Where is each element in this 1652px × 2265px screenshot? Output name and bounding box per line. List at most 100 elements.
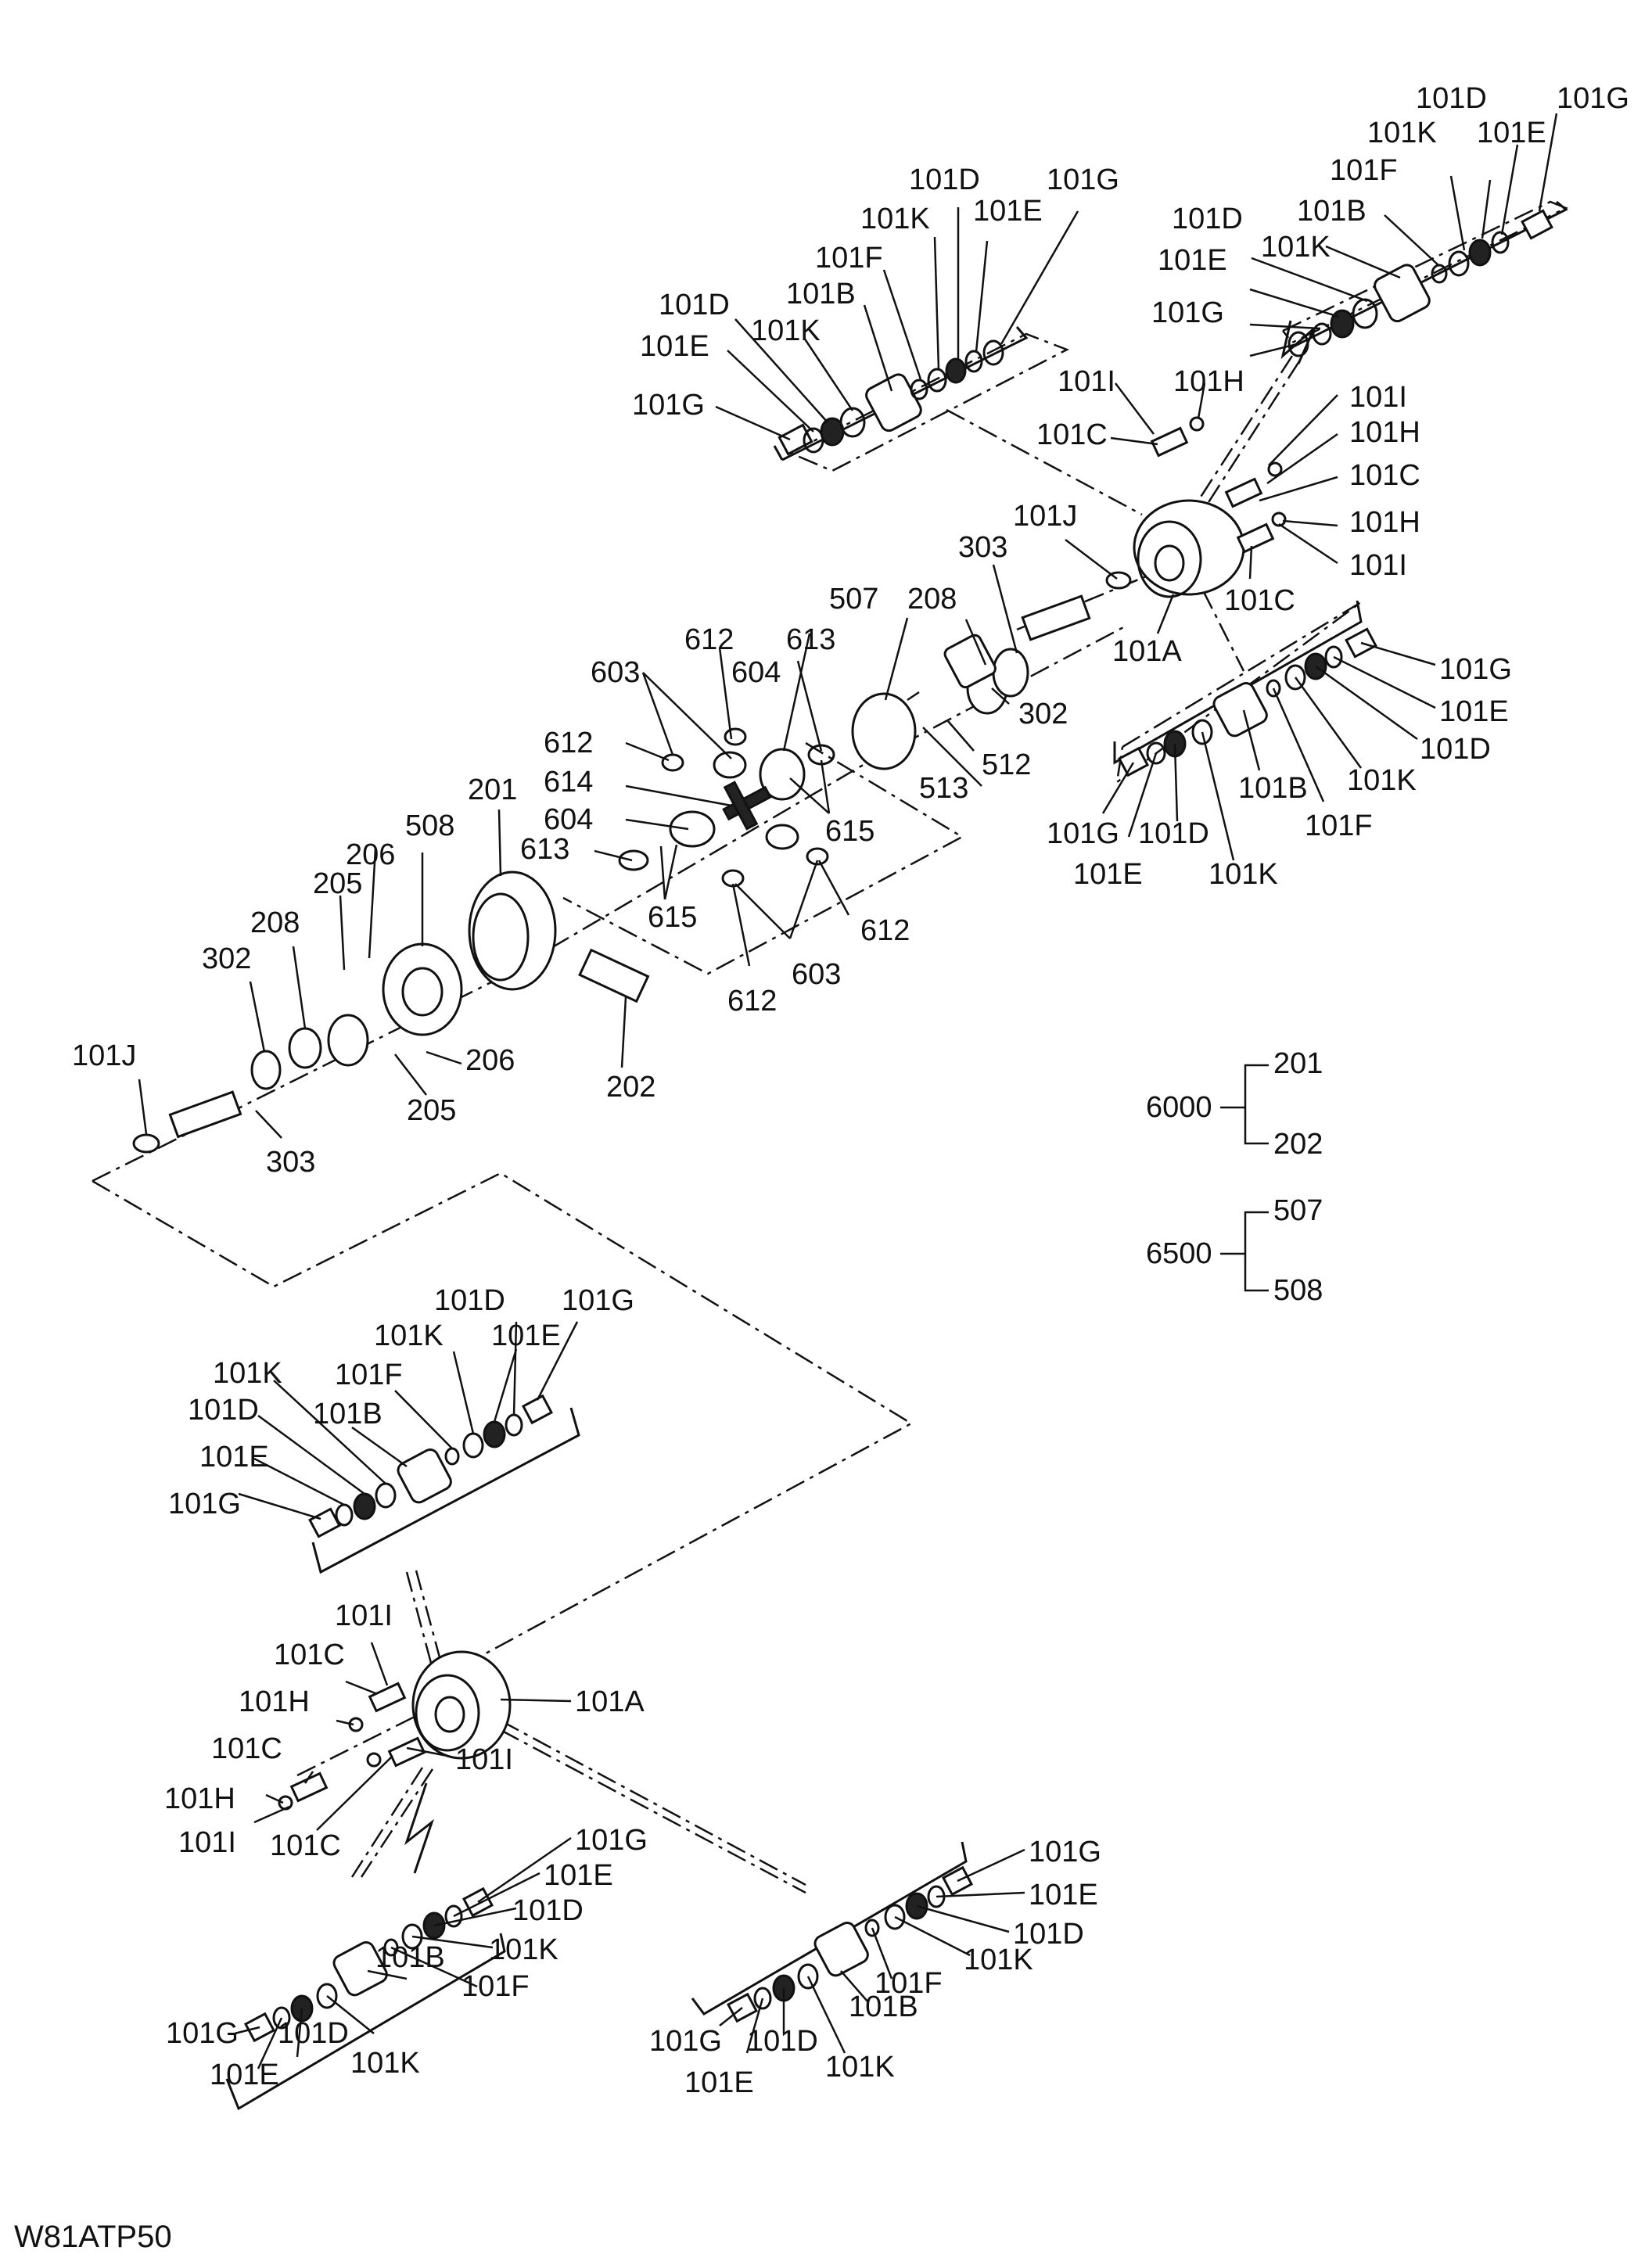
- callout-label: 202: [606, 1071, 655, 1104]
- callout-label: 508: [405, 809, 454, 842]
- callout-label: 612: [727, 985, 777, 1018]
- callout-label: 101K: [860, 203, 930, 235]
- top-right-group-outline: [1282, 200, 1569, 344]
- spacer: [910, 379, 928, 400]
- callout-label: 101K: [964, 1944, 1033, 1976]
- callout-label: 101C: [1224, 584, 1295, 617]
- seal: [992, 648, 1029, 698]
- callout-label: 615: [825, 815, 874, 848]
- callout-label: 612: [544, 727, 593, 759]
- spacer: [383, 1938, 399, 1957]
- carrier-face: [415, 1674, 480, 1752]
- spacer: [1266, 679, 1281, 698]
- callout-label: 208: [907, 583, 957, 616]
- callout-label: 101I: [1058, 365, 1115, 398]
- callout-label: 101G: [562, 1284, 634, 1317]
- thrust-washer: [661, 753, 684, 772]
- upper-carrier: [1021, 416, 1287, 641]
- callout-label: 205: [313, 867, 362, 900]
- callout-label: 613: [786, 623, 835, 656]
- lock-nut: [521, 1394, 554, 1425]
- main-axis-left: [92, 624, 1127, 1183]
- pin: [1236, 522, 1275, 554]
- callout-label: 101K: [374, 1319, 444, 1352]
- callout-label: 612: [684, 623, 734, 656]
- o-ring: [1191, 719, 1213, 745]
- callout-label: 101F: [815, 242, 883, 275]
- o-ring: [375, 1482, 397, 1509]
- bracket-top-center-left: [773, 445, 784, 461]
- washer: [753, 1987, 772, 2010]
- zigzag-lower: [404, 1782, 435, 1874]
- axle-shaft: [1021, 594, 1091, 641]
- callout-label: 101K: [1367, 117, 1437, 149]
- callout-label: 101D: [1013, 1918, 1084, 1951]
- centerline-lower-carrier-to-left-group-b: [360, 1768, 434, 1878]
- planet-gear: [397, 1448, 452, 1504]
- callout-label: 101A: [1112, 635, 1182, 668]
- o-ring: [927, 368, 947, 393]
- callout-label: 612: [860, 914, 910, 947]
- o-ring: [1284, 664, 1306, 691]
- snap-ring: [1189, 416, 1205, 432]
- centerline-lower-carrier-axle: [296, 1703, 439, 1777]
- callout-label: 101I: [178, 1826, 236, 1859]
- callout-label: 303: [266, 1146, 315, 1179]
- carrier-bore: [434, 1696, 465, 1733]
- bottom-right-stack: [726, 1865, 974, 2023]
- callout-label: 101I: [1349, 381, 1407, 414]
- callout-label: 101K: [1208, 858, 1278, 891]
- callout-label: 603: [792, 958, 841, 991]
- top-center-stack: [778, 339, 1004, 456]
- washer: [1146, 741, 1166, 765]
- differential-case: [382, 942, 463, 1036]
- callout-label: 101K: [1347, 764, 1417, 797]
- lock-nut: [1117, 746, 1150, 777]
- centerline-right-group-to-carrier-b: [1197, 355, 1294, 501]
- callout-label: 507: [829, 583, 878, 616]
- o-ring: [401, 1923, 423, 1950]
- pin: [387, 1736, 426, 1768]
- thrust-washer: [806, 847, 829, 866]
- callout-label: 101I: [455, 1743, 513, 1776]
- callout-label: 101H: [1349, 416, 1420, 449]
- thrust-washer: [132, 1133, 160, 1154]
- callout-label: 101C: [1349, 459, 1420, 492]
- callout-label: 101I: [335, 1599, 393, 1632]
- callout-label: 101H: [239, 1685, 310, 1718]
- callout-labels: 101D 101G 101K 101E 101F 101B 101D 101K …: [72, 82, 1629, 2099]
- snap-ring: [1267, 461, 1283, 477]
- callout-label: 101K: [489, 1933, 558, 1966]
- callout-label: 101K: [1261, 231, 1331, 264]
- ring-gear-bore: [472, 892, 530, 982]
- o-ring: [884, 1904, 906, 1930]
- callout-label: 101K: [213, 1357, 282, 1390]
- thrust-washer: [724, 727, 747, 746]
- top-right-stack: [1287, 209, 1553, 357]
- centerline-top-to-carrier: [946, 408, 1143, 516]
- callout-label: 206: [465, 1044, 515, 1077]
- callout-label: 101G: [168, 1488, 241, 1520]
- axle-shaft: [168, 1090, 242, 1139]
- o-ring: [316, 1983, 338, 2009]
- callout-label: 101E: [1158, 244, 1227, 277]
- callout-label: 101F: [1305, 809, 1373, 842]
- bearing: [1330, 309, 1355, 339]
- callout-label: 101K: [751, 314, 821, 347]
- washer: [1491, 231, 1510, 254]
- callout-label: 205: [407, 1094, 456, 1127]
- callout-label: 303: [958, 531, 1007, 564]
- leader-lines: [138, 113, 1558, 2069]
- callout-label: 101F: [461, 1970, 530, 2003]
- callout-label: 615: [648, 901, 697, 934]
- callout-label: 101G: [575, 1824, 648, 1857]
- thrust-washer: [982, 339, 1004, 366]
- washer: [505, 1413, 523, 1437]
- callout-label: 101E: [1029, 1879, 1098, 1911]
- bearing-adjuster: [943, 634, 997, 689]
- callout-label: 101G: [1047, 163, 1119, 196]
- washer: [272, 2006, 291, 2030]
- callout-label: 101B: [849, 1990, 918, 2023]
- bearing: [483, 1420, 506, 1448]
- callout-label: 101K: [350, 2047, 420, 2080]
